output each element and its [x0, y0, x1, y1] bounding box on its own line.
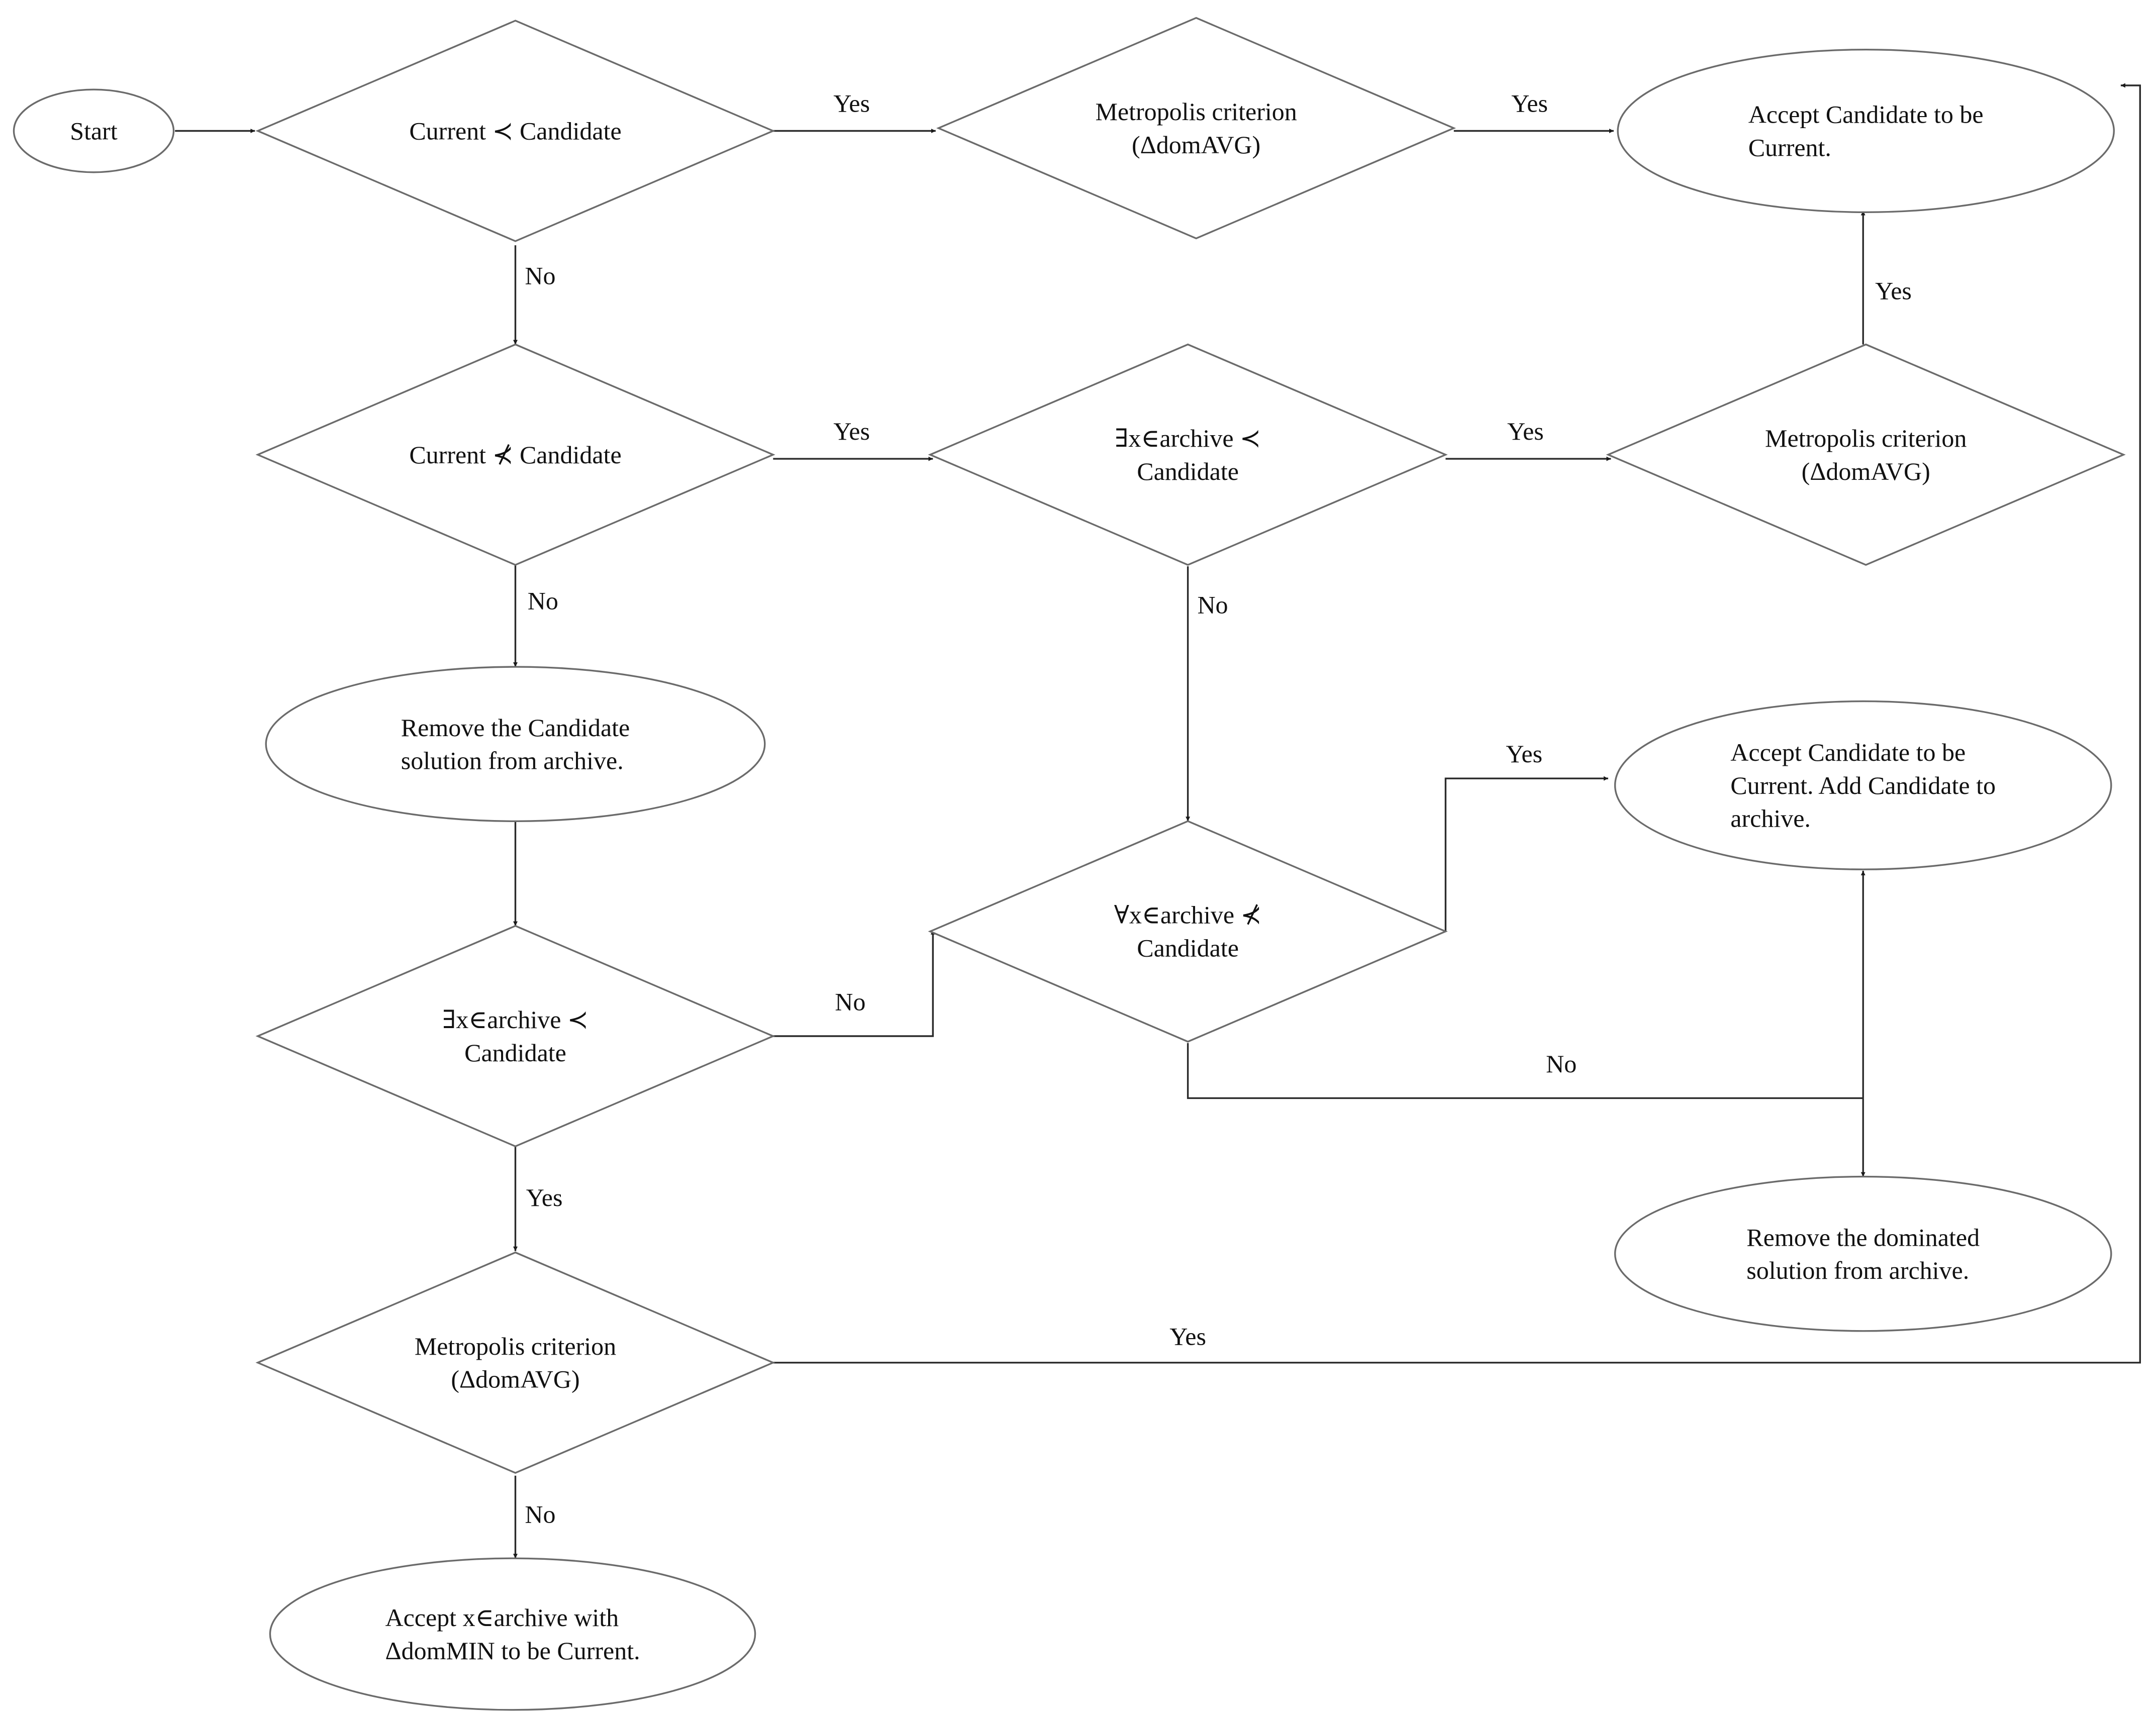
node-text-m1-line-2: (ΔdomAVG) [1132, 131, 1260, 159]
edge-label-d5-a2r2: No [1546, 1050, 1577, 1078]
node-text-d4-line-1: ∃x∈archive ≺ [442, 1005, 589, 1034]
terminal-ellipse-start [13, 88, 175, 173]
edge-label-d3-m2: Yes [1507, 417, 1544, 445]
edge-label-d2-r1: No [528, 587, 558, 615]
node-text-a3-line-2: ΔdomMIN to be Current. [385, 1637, 640, 1665]
edge-label-d1-m1: Yes [833, 89, 870, 118]
node-text-d3-line-1: ∃x∈archive ≺ [1115, 424, 1261, 452]
node-a2: Accept Candidate to be Current. Add Candi… [1614, 700, 2112, 870]
edge-label-m3-a1: Yes [1169, 1323, 1206, 1351]
edge-label-m3-a3: No [525, 1500, 555, 1529]
node-text-d2-line-1: Current ⊀ Candidate [409, 441, 621, 469]
node-text-a2-line-2: Current. Add Candidate to [1730, 771, 1996, 799]
edges-layer [175, 83, 2141, 1559]
node-text-r2-line-2: solution from archive. [1746, 1256, 1969, 1284]
edge-m3-a1 [773, 83, 2141, 1364]
node-text-d1-line-1: Current ≺ Candidate [409, 117, 621, 145]
node-text-a1-line-1: Accept Candidate to be [1748, 100, 1984, 129]
node-d2: Current ⊀ Candidate [255, 343, 775, 566]
node-text-m2-line-1: Metropolis criterion [1765, 424, 1967, 452]
node-m3: Metropolis criterion (ΔdomAVG) [255, 1251, 775, 1474]
node-text-a3-line-1: Accept x∈archive with [385, 1603, 619, 1632]
terminal-ellipse-a1 [1617, 48, 2115, 214]
edge-d4-d5 [773, 930, 935, 1037]
node-m1: Metropolis criterion (ΔdomAVG) [936, 17, 1456, 240]
node-text-d3-line-2: Candidate [1137, 457, 1239, 485]
edge-label-d1-d2: No [525, 261, 555, 289]
node-text-a2-line-1: Accept Candidate to be [1730, 738, 1966, 766]
edge-label-d4-m3: Yes [526, 1183, 563, 1211]
node-text-m2-line-2: (ΔdomAVG) [1802, 457, 1930, 485]
terminal-ellipse-r2 [1614, 1175, 2112, 1332]
node-text-m3-line-1: Metropolis criterion [415, 1332, 616, 1360]
node-start: Start [13, 88, 175, 173]
decision-diamond-d5 [928, 820, 1448, 1043]
terminal-ellipse-r1 [265, 666, 766, 822]
node-d3: ∃x∈archive ≺ Candidate [928, 343, 1448, 566]
node-text-d5-line-2: Candidate [1137, 934, 1239, 962]
node-d4: ∃x∈archive ≺ Candidate [255, 925, 775, 1148]
decision-diamond-d3 [928, 343, 1448, 566]
node-a1: Accept Candidate to be Current. [1617, 48, 2115, 214]
decision-diamond-d4 [255, 925, 775, 1148]
decision-diamond-d2 [255, 343, 775, 566]
node-text-d5-line-1: ∀x∈archive ⊀ [1114, 901, 1262, 929]
node-d5: ∀x∈archive ⊀ Candidate [928, 820, 1448, 1043]
node-d1: Current ≺ Candidate [255, 20, 775, 242]
edge-label-m2-a1: Yes [1875, 277, 1912, 305]
node-text-m1-line-1: Metropolis criterion [1095, 97, 1297, 126]
edge-label-m1-a1: Yes [1511, 89, 1548, 118]
node-text-d4-line-2: Candidate [464, 1039, 566, 1067]
node-text-m3-line-2: (ΔdomAVG) [451, 1365, 579, 1393]
node-r2: Remove the dominated solution from archiv… [1614, 1175, 2112, 1332]
edge-d5-a2r2 [1187, 1043, 1864, 1099]
node-text-a2-line-3: archive. [1730, 804, 1811, 833]
node-text-r2-line-1: Remove the dominated [1746, 1223, 1980, 1251]
node-m2: Metropolis criterion (ΔdomAVG) [1606, 343, 2126, 566]
node-r1: Remove the Candidate solution from archiv… [265, 666, 766, 822]
decision-diamond-m3 [255, 1251, 775, 1474]
decision-diamond-m2 [1606, 343, 2126, 566]
edge-label-d2-d3: Yes [833, 417, 870, 445]
node-text-r1-line-2: solution from archive. [401, 747, 624, 775]
node-text-a1-line-2: Current. [1748, 133, 1831, 161]
node-text-start-line-1: Start [70, 117, 118, 145]
edge-label-d4-d5: No [835, 987, 865, 1016]
edge-label-d5-a2: Yes [1506, 740, 1542, 768]
decision-diamond-d1 [255, 20, 775, 242]
node-text-r1-line-1: Remove the Candidate [401, 714, 630, 742]
terminal-ellipse-a2 [1614, 700, 2112, 870]
edge-d5-a2 [1444, 776, 1608, 932]
terminal-ellipse-a3 [269, 1557, 756, 1711]
decision-diamond-m1 [936, 17, 1456, 240]
edge-label-d3-d5: No [1197, 591, 1228, 619]
